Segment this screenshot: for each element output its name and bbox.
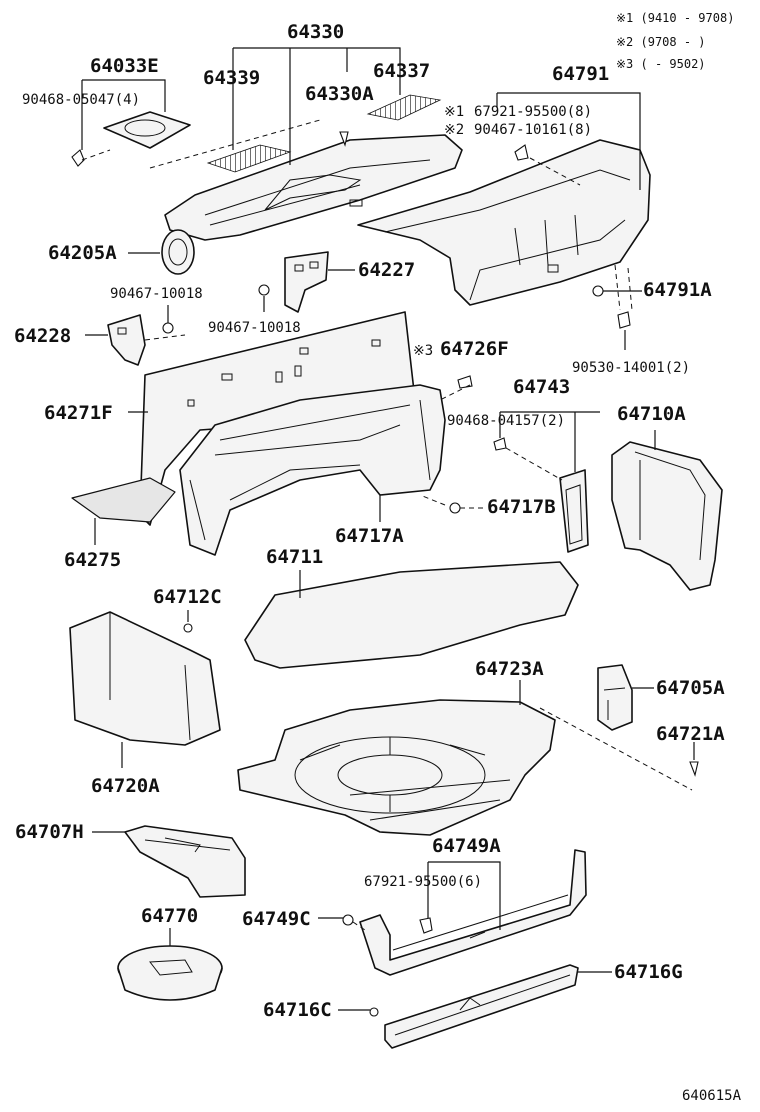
label-64707H: 64707H [15, 821, 84, 843]
label-64720A: 64720A [91, 775, 160, 797]
label-90467-10018-b: 90467-10018 [208, 320, 301, 336]
label-64275: 64275 [64, 549, 121, 571]
speaker-ring-64205A[interactable] [161, 229, 195, 275]
bracket-64227[interactable] [284, 251, 329, 313]
trunk-trim-64717A[interactable] [179, 384, 446, 556]
speaker-grille-64337[interactable] [366, 94, 442, 121]
trunk-lid-trim-64791[interactable] [357, 139, 651, 306]
label-64721A: 64721A [656, 723, 725, 745]
label-64712C: 64712C [153, 586, 222, 608]
label-67921-95500-8: 67921-95500(8) [474, 104, 592, 120]
clip-64330A[interactable] [339, 131, 349, 147]
clip-64726F[interactable] [457, 375, 473, 389]
clip-90468-05047[interactable] [71, 149, 85, 167]
label-64228: 64228 [14, 325, 71, 347]
clip-90468-04157[interactable] [493, 437, 507, 451]
clip-64749C[interactable] [342, 914, 354, 926]
leader-64749A [427, 861, 501, 930]
block-64707H[interactable] [124, 825, 246, 898]
clip-67921-95500-lower[interactable] [419, 917, 433, 934]
package-tray-trim[interactable] [164, 134, 463, 241]
dash-64721A [539, 707, 693, 791]
cover-64720A[interactable] [69, 611, 221, 746]
label-64033E: 64033E [90, 55, 159, 77]
figure-id: 640615A [682, 1088, 742, 1104]
clip-64717B[interactable] [449, 502, 461, 514]
dash-64726F [439, 384, 471, 401]
leader-64033E [81, 79, 166, 150]
bracket-64228[interactable] [107, 314, 146, 366]
dash-64791 [529, 157, 633, 311]
dash-64228 [144, 334, 186, 341]
label-64749A: 64749A [432, 835, 501, 857]
mark-1: ※1 [444, 104, 464, 120]
label-64711: 64711 [266, 546, 323, 568]
cover-64033E[interactable] [103, 111, 191, 149]
label-67921-95500-6: 67921-95500(6) [364, 874, 482, 890]
note-3: ※3 ( - 9502) [616, 57, 706, 71]
plate-64275[interactable] [71, 477, 176, 523]
leader-64791A [603, 290, 642, 350]
clip-67921-95500-upper[interactable] [514, 144, 529, 161]
label-64716C: 64716C [263, 999, 332, 1021]
label-64791A: 64791A [643, 279, 712, 301]
note-2: ※2 (9708 - ) [616, 35, 706, 49]
clip-64712C[interactable] [183, 623, 193, 633]
label-64743: 64743 [513, 376, 570, 398]
leader-64743 [499, 411, 600, 472]
label-64271F: 64271F [44, 402, 113, 424]
trunk-mat-64711[interactable] [244, 561, 579, 669]
label-90468-04157: 90468-04157(2) [447, 413, 565, 429]
label-64330: 64330 [287, 21, 344, 43]
note-1: ※1 (9410 - 9708) [616, 11, 734, 25]
leader-64791 [496, 92, 641, 190]
label-64749C: 64749C [242, 908, 311, 930]
label-64723A: 64723A [475, 658, 544, 680]
dash-64033E [81, 119, 321, 169]
clip-90530-14001[interactable] [617, 311, 631, 329]
dash-64743 [419, 447, 563, 509]
clip-64716C[interactable] [369, 1007, 379, 1017]
clip-90467-10018-right[interactable] [258, 284, 270, 296]
scuff-plate-64749A[interactable] [359, 849, 587, 976]
mark-2: ※2 [444, 122, 464, 138]
tire-cover-64770[interactable] [117, 945, 223, 1001]
label-64339: 64339 [203, 67, 260, 89]
label-64205A: 64205A [48, 242, 117, 264]
mark-3: ※3 [413, 343, 433, 359]
label-90468-05047: 90468-05047(4) [22, 92, 140, 108]
label-64717B: 64717B [487, 496, 556, 518]
label-64726F: 64726F [440, 338, 509, 360]
scuff-plate-64716G[interactable] [384, 964, 579, 1049]
label-64705A: 64705A [656, 677, 725, 699]
label-90467-10161: 90467-10161(8) [474, 122, 592, 138]
clip-64791A[interactable] [592, 285, 604, 297]
label-64337: 64337 [373, 60, 430, 82]
side-trim-64710A[interactable] [611, 441, 723, 591]
leader-64330 [232, 47, 401, 165]
label-90467-10018-a: 90467-10018 [110, 286, 203, 302]
clip-90467-10018-left[interactable] [162, 322, 174, 334]
label-64716G: 64716G [614, 961, 683, 983]
label-90530-14001: 90530-14001(2) [572, 360, 690, 376]
label-64710A: 64710A [617, 403, 686, 425]
label-64717A: 64717A [335, 525, 404, 547]
label-64770: 64770 [141, 905, 198, 927]
dash-64749C [352, 921, 366, 931]
trim-64743[interactable] [559, 469, 589, 553]
label-64791: 64791 [552, 63, 609, 85]
label-64330A: 64330A [305, 83, 374, 105]
spare-well-trim-64723A[interactable] [237, 699, 556, 836]
clip-64721A[interactable] [689, 761, 699, 777]
label-64227: 64227 [358, 259, 415, 281]
bracket-64705A[interactable] [597, 664, 633, 731]
